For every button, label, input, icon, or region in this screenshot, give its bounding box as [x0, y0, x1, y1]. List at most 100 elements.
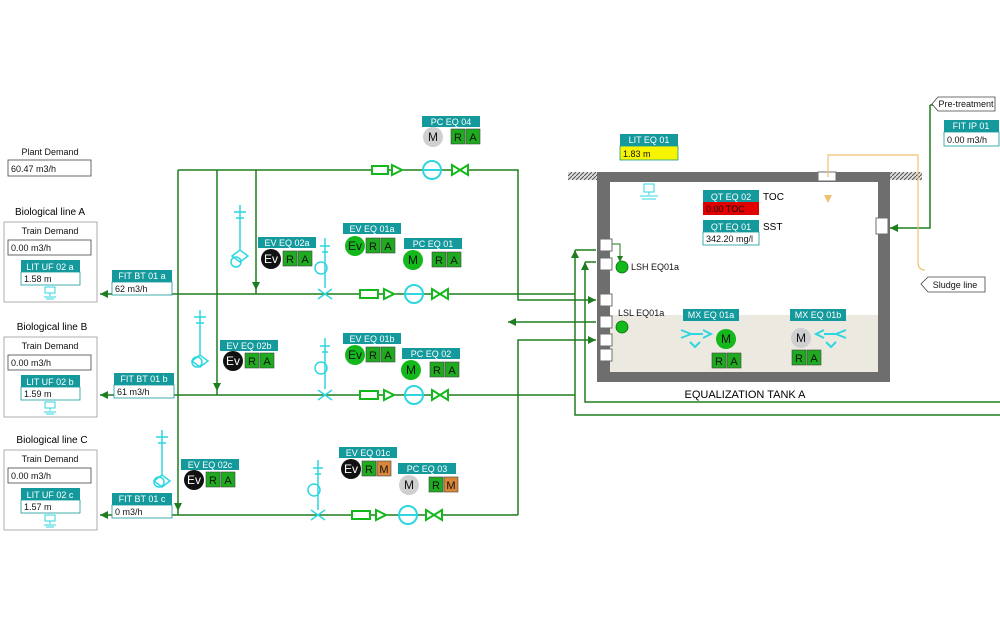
fit-bt-01a[interactable]: FIT BT 01 a 62 m3/h [111, 270, 173, 296]
mixer-impeller-icon [813, 329, 847, 349]
fit-bt-01a-value: 62 m3/h [115, 284, 148, 294]
bio-line-c-demand-value: 0.00 m3/h [11, 471, 51, 481]
tank-name: EQUALIZATION TANK A [684, 389, 806, 401]
bio-line-b-panel: Biological line B Train Demand 0.00 m3/h… [3, 322, 98, 418]
pc-eq-03-label: M [404, 478, 414, 492]
bio-line-c-demand-label: Train Demand [22, 454, 79, 464]
actuated-valve-icon [152, 430, 172, 488]
ev-eq-01a[interactable]: EV EQ 01a Ev R A [343, 223, 401, 256]
pc-eq-03-mode-r: R [432, 480, 440, 492]
lit-eq-01[interactable]: LIT EQ 01 1.83 m [619, 134, 679, 161]
tank-return-inner [584, 262, 1000, 403]
qt-eq-01[interactable]: QT EQ 01 342.20 mg/l SST [702, 220, 782, 246]
mx-eq-01a-mode-r: R [715, 356, 723, 368]
mx-eq-01a[interactable]: MX EQ 01a M R A [680, 309, 742, 369]
fit-bt-01b[interactable]: FIT BT 01 b 61 m3/h [113, 373, 175, 399]
fit-bt-01c[interactable]: FIT BT 01 c 0 m3/h [111, 493, 173, 519]
pc-eq-03[interactable]: PC EQ 03 M R M [398, 463, 459, 495]
mx-eq-01b-mode-r: R [795, 353, 803, 365]
ev-eq-01c-mode-m: M [379, 464, 388, 476]
overflow-arrow [824, 195, 832, 203]
sludge-line-connector[interactable]: Sludge line [920, 276, 986, 293]
pc-eq-02[interactable]: PC EQ 02 M R A [401, 348, 460, 380]
pc-eq-01-mode-a: A [450, 255, 458, 267]
pretreatment-label: Pre-treatment [938, 99, 994, 109]
lit-uf-02b-header[interactable] [21, 375, 80, 387]
lit-uf-02c-header[interactable] [21, 488, 80, 500]
pc-eq-02-mode-a: A [448, 365, 456, 377]
ground-hatch-left [568, 172, 600, 180]
lsl-eq01a[interactable]: LSL EQ01a [615, 308, 664, 334]
flow-arrows [100, 224, 898, 519]
pump-train-glyphs [351, 163, 469, 522]
bio-line-a-demand-field[interactable] [7, 239, 92, 256]
lsh-eq01a[interactable]: LSH EQ01a [612, 243, 679, 274]
mx-eq-01a-mode-a: A [730, 356, 738, 368]
pc-eq-01[interactable]: PC EQ 01 M R A [403, 238, 462, 270]
bio-line-b-title: Biological line B [17, 322, 88, 333]
qt-eq-01-tag: QT EQ 01 [711, 222, 751, 232]
pc-eq-04-label: M [428, 130, 438, 144]
fit-ip-01[interactable]: FIT IP 01 0.00 m3/h [943, 120, 1000, 147]
ev-eq-01a-label: Ev [348, 239, 362, 253]
bio-line-b-demand-field[interactable] [7, 354, 92, 371]
mx-eq-01a-tag: MX EQ 01a [688, 310, 735, 320]
mixer-impeller-icon [680, 329, 714, 349]
tank-sludge-layer [610, 315, 878, 372]
pc-eq-03-tag: PC EQ 03 [407, 464, 448, 474]
pc03-return-pipe [517, 339, 596, 515]
fit-bt-01c-tag: FIT BT 01 c [119, 494, 166, 504]
bio-line-a-title: Biological line A [15, 207, 85, 218]
feed-valve-glyphs [307, 238, 333, 521]
ev-eq-02a[interactable]: EV EQ 02a Ev R A [230, 205, 316, 269]
pc-eq-01-mode-r: R [435, 255, 443, 267]
pretreatment-connector[interactable]: Pre-treatment [931, 96, 996, 112]
pc-eq-01-label: M [408, 253, 418, 267]
bio-line-c-demand-field[interactable] [7, 467, 92, 484]
lit-uf-02b-tag: LIT UF 02 b [26, 377, 73, 387]
qt-eq-02[interactable]: QT EQ 02 0.00 TOC TOC [703, 190, 784, 215]
qt-eq-01-value: 342.20 mg/l [706, 234, 753, 244]
pc-eq-04-tag: PC EQ 04 [431, 117, 472, 127]
ev-eq-01b[interactable]: EV EQ 01b Ev R A [343, 333, 401, 365]
qt-eq-02-value: 0.00 TOC [706, 204, 745, 214]
ev-eq-01b-label: Ev [348, 348, 362, 362]
ev-eq-02c-mode-a: A [224, 475, 232, 487]
actuated-valve-icon [190, 310, 210, 368]
qt-eq-01-unit: SST [763, 222, 782, 233]
ev-eq-02c[interactable]: EV EQ 02c Ev R A [152, 430, 239, 490]
bio-line-c-title: Biological line C [16, 435, 87, 446]
lit-uf-02a-value: 1.58 m [24, 274, 52, 284]
ev-eq-02c-mode-r: R [209, 475, 217, 487]
lsh-eq01a-label: LSH EQ01a [631, 262, 679, 272]
lit-uf-02a-header[interactable] [21, 260, 80, 272]
ev-eq-01c[interactable]: EV EQ 01c Ev R M [339, 447, 397, 479]
ev-eq-02c-label: Ev [187, 473, 201, 487]
overflow-line [827, 154, 919, 262]
pc-eq-04-mode-r: R [454, 132, 462, 144]
lit-uf-02a-field [20, 271, 81, 286]
bio-line-a-demand-value: 0.00 m3/h [11, 243, 51, 253]
pc-eq-01-tag: PC EQ 01 [413, 239, 454, 249]
ev-eq-01b-mode-a: A [384, 350, 392, 362]
lit-uf-02a-tag: LIT UF 02 a [26, 262, 73, 272]
mx-eq-01b-mode-a: A [810, 353, 818, 365]
ev-eq-02b-tag: EV EQ 02b [226, 341, 271, 351]
mx-eq-01b[interactable]: MX EQ 01b M R A [790, 309, 847, 366]
fit-ip-01-value: 0.00 m3/h [947, 135, 987, 145]
mx-eq-01b-tag: MX EQ 01b [795, 310, 842, 320]
fit-ip-01-tag: FIT IP 01 [953, 121, 990, 131]
pc-eq-03-mode-m: M [446, 480, 455, 492]
plant-demand-field[interactable] [7, 159, 92, 177]
bio-line-a-panel: Biological line A Train Demand 0.00 m3/h… [3, 207, 98, 303]
pc-eq-04[interactable]: PC EQ 04 M R A [422, 116, 481, 147]
ev-eq-01b-tag: EV EQ 01b [349, 334, 394, 344]
pc-eq-04-mode-a: A [469, 132, 477, 144]
lit-uf-02c-value: 1.57 m [24, 502, 52, 512]
bio-line-a-demand-label: Train Demand [22, 226, 79, 236]
lit-uf-02b-value: 1.59 m [24, 389, 52, 399]
ev-eq-02b[interactable]: EV EQ 02b Ev R A [190, 310, 278, 371]
lit-uf-02c-field [20, 499, 81, 514]
level-transmitter-icon [44, 514, 56, 528]
